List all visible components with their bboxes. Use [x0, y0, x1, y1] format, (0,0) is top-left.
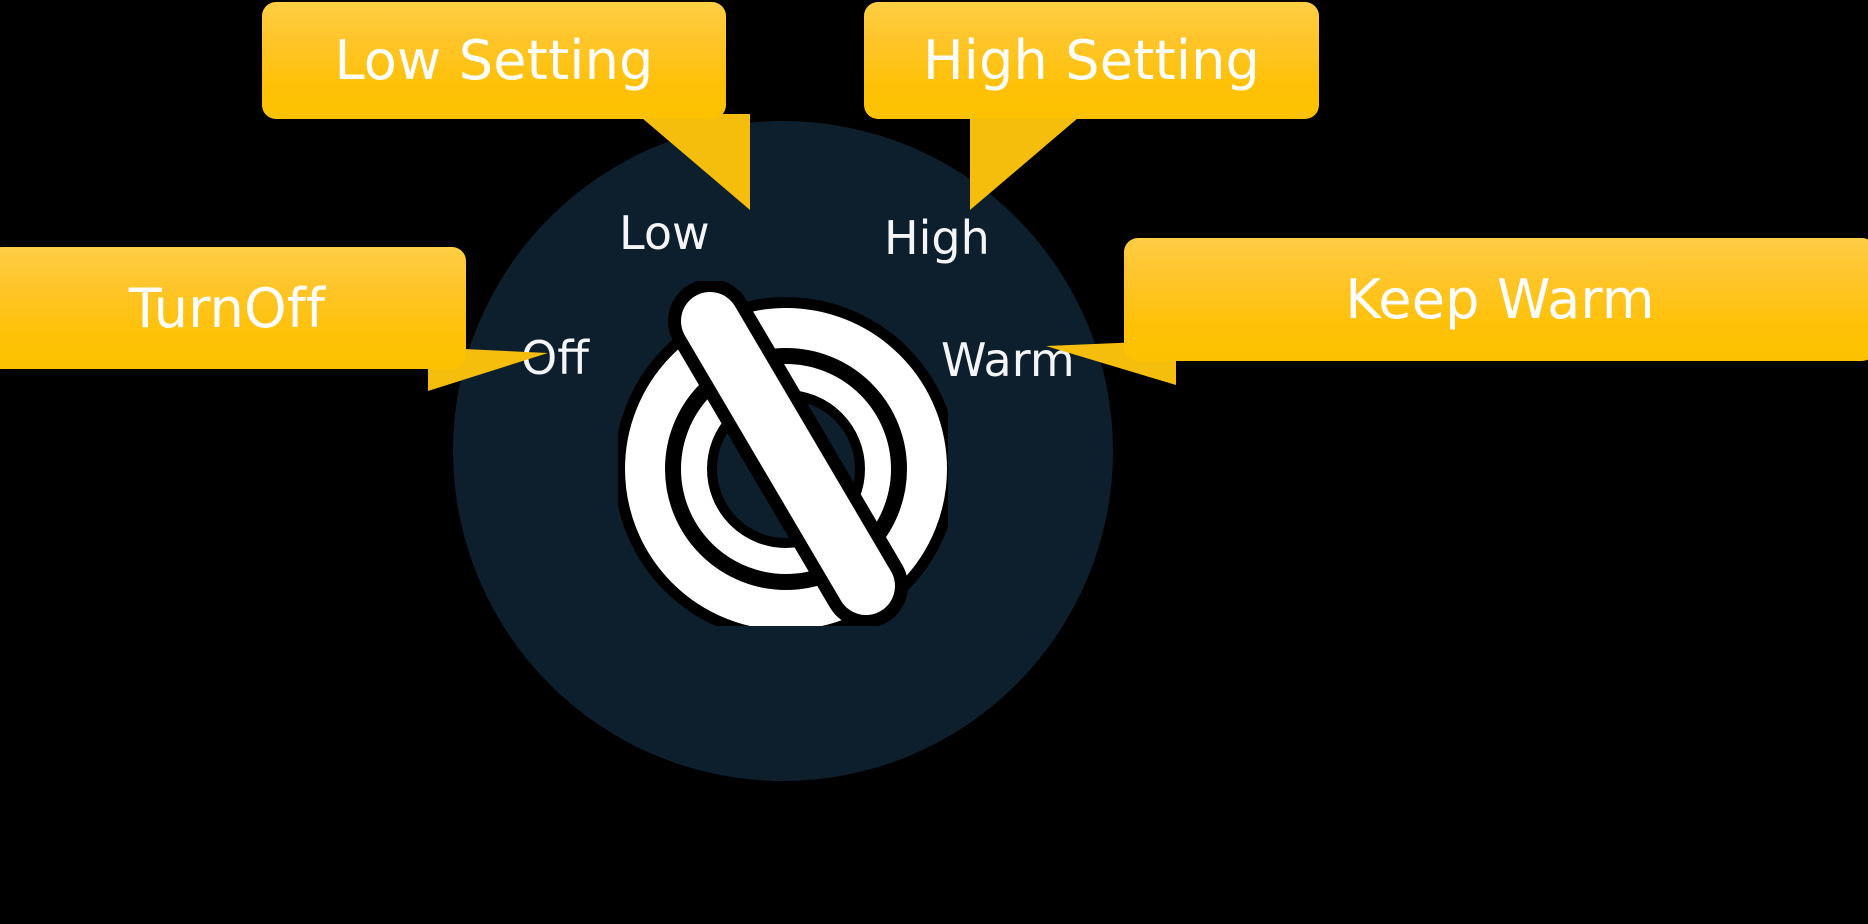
callout-label-keep-warm: Keep Warm [1345, 268, 1655, 331]
dial-label-off: Off [521, 331, 589, 385]
callout-bubble-high-setting[interactable]: High Setting [864, 2, 1319, 119]
callout-low-setting[interactable]: Low Setting [262, 2, 862, 210]
callout-label-low-setting: Low Setting [334, 29, 654, 92]
callout-tail-turnoff [428, 299, 548, 391]
callout-bubble-turnoff[interactable]: TurnOff [0, 247, 466, 369]
callout-label-high-setting: High Setting [922, 29, 1261, 92]
callout-tail-low-setting [602, 114, 802, 210]
dial-label-low: Low [619, 206, 710, 260]
dial-label-warm: Warm [941, 333, 1075, 387]
dial-label-high: High [884, 211, 990, 265]
callout-bubble-low-setting[interactable]: Low Setting [262, 2, 726, 119]
knob-pointer-icon[interactable] [614, 279, 958, 641]
callout-keep-warm[interactable]: Keep Warm [1046, 238, 1868, 386]
callout-high-setting[interactable]: High Setting [858, 2, 1458, 210]
callout-bubble-keep-warm[interactable]: Keep Warm [1124, 238, 1868, 361]
callout-turnoff[interactable]: TurnOff [0, 247, 558, 392]
callout-tail-high-setting [918, 114, 1118, 210]
callout-label-turnoff: TurnOff [128, 276, 326, 340]
callout-tail-keep-warm [1046, 290, 1176, 385]
